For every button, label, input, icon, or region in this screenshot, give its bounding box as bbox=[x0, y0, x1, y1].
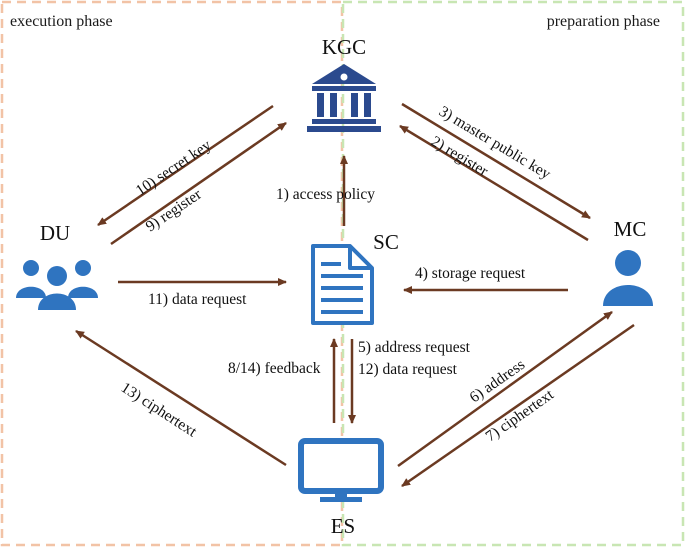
du-label: DU bbox=[40, 221, 70, 245]
label-address: 6) address bbox=[467, 356, 529, 406]
arrow-address bbox=[397, 310, 613, 468]
label-ciphertext-du: 13) ciphertext bbox=[118, 379, 200, 441]
arrow-register-du-kgc bbox=[110, 121, 287, 246]
arrow-master-public-key bbox=[401, 102, 591, 220]
sc-label: SC bbox=[373, 230, 399, 254]
execution-phase-label: execution phase bbox=[10, 13, 113, 30]
label-access-policy: 1) access policy bbox=[276, 186, 375, 203]
label-storage-request: 4) storage request bbox=[415, 265, 526, 282]
mc-node: MC bbox=[603, 217, 653, 306]
person-icon bbox=[603, 250, 653, 306]
preparation-phase-region bbox=[341, 0, 685, 547]
arrows bbox=[75, 102, 635, 488]
label-ciphertext-mc: 7) ciphertext bbox=[483, 386, 558, 445]
label-register-du: 9) register bbox=[143, 185, 206, 235]
du-node: DU bbox=[16, 221, 98, 310]
document-icon bbox=[311, 244, 374, 325]
label-feedback: 8/14) feedback bbox=[228, 360, 321, 377]
es-node: ES bbox=[298, 438, 384, 538]
arrow-ciphertext-es-du bbox=[75, 329, 287, 467]
arrow-ciphertext-mc-es bbox=[401, 323, 635, 488]
monitor-icon bbox=[298, 438, 384, 502]
label-address-request: 5) address request bbox=[358, 339, 471, 356]
label-data-request-du: 11) data request bbox=[148, 291, 247, 308]
arrow-secret-key bbox=[97, 104, 274, 227]
kgc-label: KGC bbox=[322, 35, 366, 59]
user-group-icon bbox=[16, 260, 98, 310]
bank-building-icon bbox=[307, 64, 381, 132]
label-data-request-es: 12) data request bbox=[358, 361, 458, 378]
mc-label: MC bbox=[614, 217, 647, 241]
sc-node: SC bbox=[311, 230, 399, 325]
es-label: ES bbox=[331, 514, 356, 538]
kgc-node: KGC bbox=[307, 35, 381, 132]
execution-phase-region bbox=[0, 0, 344, 547]
arrow-register-mc-kgc bbox=[399, 124, 589, 242]
preparation-phase-label: preparation phase bbox=[547, 13, 660, 30]
label-secret-key: 10) secret key bbox=[133, 136, 215, 199]
